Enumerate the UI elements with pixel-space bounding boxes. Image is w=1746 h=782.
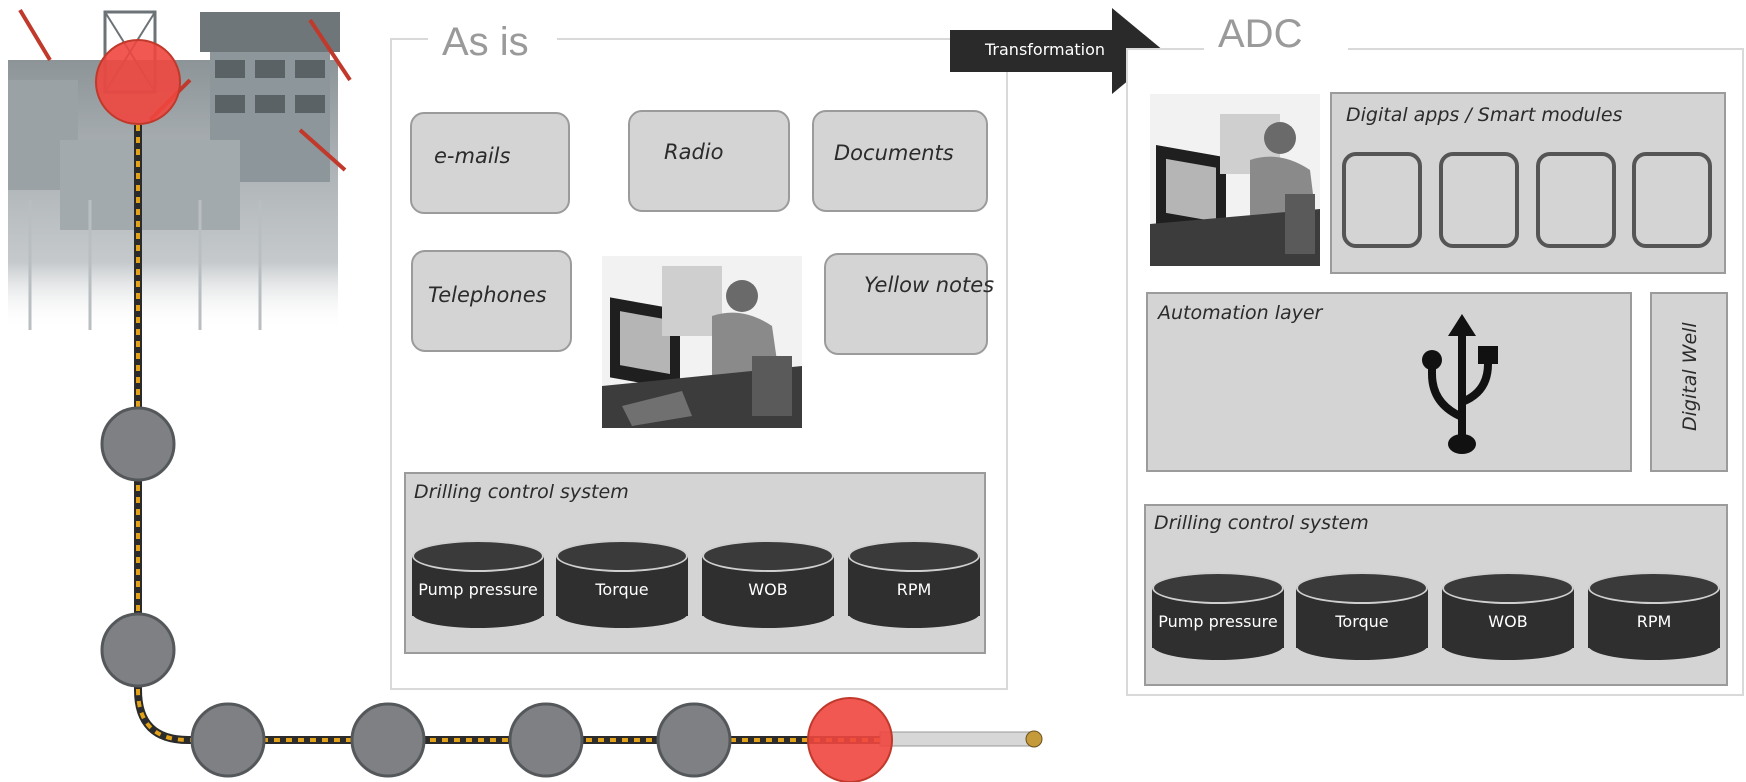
torque-cylinder: Torque	[1296, 572, 1428, 660]
pump-pressure-cylinder: Pump pressure	[1152, 572, 1284, 660]
usb-icon	[1422, 314, 1498, 454]
cylinder-label: RPM	[896, 580, 932, 599]
wob-cylinder: WOB	[702, 540, 834, 628]
pump-pressure-cylinder: Pump pressure	[412, 540, 544, 628]
documents-label: Documents	[834, 141, 954, 165]
well-diagram	[8, 8, 1043, 782]
well-node	[350, 702, 426, 778]
radio-box	[628, 110, 790, 212]
emails-label: e-mails	[434, 144, 511, 168]
surface-node	[95, 39, 181, 125]
driller-photo	[1150, 94, 1320, 266]
cylinder-label: Pump pressure	[1158, 612, 1278, 631]
as-is-title: As is	[428, 16, 557, 86]
well-node	[100, 406, 176, 482]
torque-cylinder: Torque	[556, 540, 688, 628]
telephones-box	[411, 250, 572, 352]
yellow-notes-label: Yellow notes	[864, 273, 995, 297]
cylinder-label: WOB	[748, 580, 788, 599]
cylinder-label: RPM	[1636, 612, 1672, 631]
as-is-dcs-label: Drilling control system	[414, 481, 629, 503]
automation-layer-box	[1146, 292, 1632, 472]
radio-label: Radio	[664, 140, 724, 164]
well-node	[508, 702, 584, 778]
cylinder-label: WOB	[1488, 612, 1528, 631]
emails-box	[410, 112, 570, 214]
adc-dcs-label: Drilling control system	[1154, 512, 1369, 534]
bit-node	[807, 697, 893, 782]
drill-pipe	[134, 125, 1043, 748]
cylinder-label: Torque	[1335, 612, 1389, 631]
smart-module-slot	[1439, 152, 1519, 248]
transformation-arrow	[950, 8, 1164, 94]
telephones-label: Telephones	[428, 283, 547, 307]
cylinder-label: Pump pressure	[418, 580, 538, 599]
well-node	[656, 702, 732, 778]
smart-module-slot	[1342, 152, 1422, 248]
documents-box	[812, 110, 988, 212]
cylinder-label: Torque	[595, 580, 649, 599]
well-node	[190, 702, 266, 778]
wob-cylinder: WOB	[1442, 572, 1574, 660]
transformation-label: Transformation	[985, 40, 1106, 59]
rpm-cylinder: RPM	[1588, 572, 1720, 660]
smart-module-slot	[1632, 152, 1712, 248]
digital-well-label: Digital Well	[1679, 322, 1701, 431]
yellow-notes-box	[824, 253, 988, 355]
smart-module-slot	[1536, 152, 1616, 248]
digital-apps-label: Digital apps / Smart modules	[1346, 104, 1623, 126]
adc-title: ADC	[1204, 10, 1349, 72]
automation-layer-label: Automation layer	[1158, 302, 1323, 324]
driller-photo	[602, 256, 802, 428]
offshore-rig-image	[8, 8, 352, 330]
digital-well-box	[1650, 292, 1728, 472]
rpm-cylinder: RPM	[848, 540, 980, 628]
well-node	[100, 612, 176, 688]
